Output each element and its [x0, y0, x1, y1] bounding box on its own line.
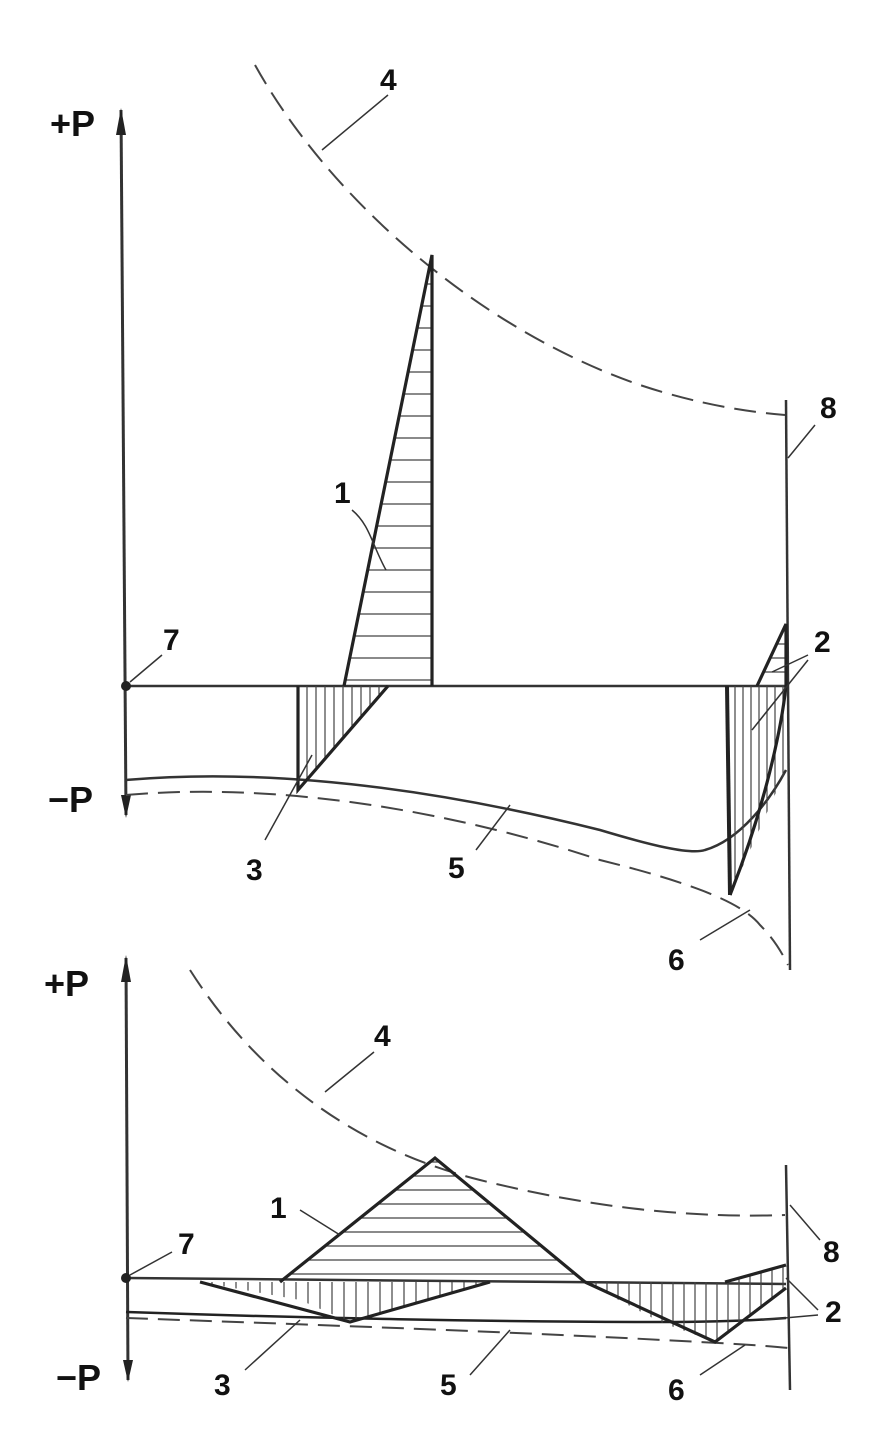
upper-axis-arrow-up	[116, 108, 126, 135]
upper-minus-p-label: −P	[48, 779, 93, 820]
lower-p-axis	[124, 957, 130, 1381]
lower-axis-arrow-down	[123, 1360, 133, 1382]
upper-region-2b-curve	[728, 685, 788, 896]
lower-dashed-curve-4	[189, 969, 786, 1217]
upper-diagram: +P −P 4 8 1 7 2 3 5 6	[48, 64, 837, 977]
upper-region-2b-hatching	[726, 686, 784, 895]
upper-callout-7: 7	[163, 624, 180, 657]
upper-callout-5: 5	[448, 852, 465, 885]
lower-callout-3: 3	[214, 1369, 231, 1402]
lower-region-3-outline	[199, 1280, 491, 1324]
upper-callout-8: 8	[820, 392, 837, 425]
lower-callout-7: 7	[178, 1228, 195, 1261]
leader-u7	[129, 654, 163, 683]
leader-u2b	[751, 659, 809, 731]
leader-u2a	[771, 654, 809, 673]
upper-plus-p-label: +P	[50, 103, 95, 144]
lower-callout-8: 8	[823, 1236, 840, 1269]
leader-l7	[129, 1251, 173, 1276]
upper-region-2a-outline	[755, 623, 788, 687]
lower-region-1-hatching	[280, 1161, 585, 1275]
lower-region-3-hatching	[200, 1282, 489, 1322]
lower-zero-line	[125, 1276, 787, 1286]
leader-u6	[699, 909, 751, 941]
leader-u5	[475, 804, 511, 851]
leader-u3	[264, 754, 313, 841]
lower-callout-6: 6	[668, 1374, 685, 1407]
upper-callout-1: 1	[334, 477, 351, 510]
upper-dashed-curve-5	[125, 790, 789, 966]
upper-region-3-outline	[296, 684, 390, 795]
upper-callout-2: 2	[814, 626, 831, 659]
lower-region-2-outline	[584, 1280, 787, 1344]
upper-axis-arrow-down	[121, 795, 131, 818]
upper-callout-3: 3	[246, 854, 263, 887]
leader-u1	[351, 509, 387, 571]
lower-region-1-outline	[279, 1155, 587, 1284]
lower-callout-2: 2	[825, 1296, 842, 1329]
leader-l3	[244, 1319, 301, 1371]
upper-callout-6: 6	[668, 944, 685, 977]
leader-l6	[699, 1344, 746, 1376]
lower-axis-arrow-up	[121, 955, 131, 982]
lower-solid-curve-6	[125, 1310, 787, 1324]
lower-minus-p-label: −P	[56, 1357, 101, 1398]
lower-plus-p-label: +P	[44, 963, 89, 1004]
upper-region-1-outline	[342, 254, 434, 687]
upper-solid-curve-6	[125, 769, 788, 853]
lower-callout-1: 1	[270, 1192, 287, 1225]
upper-origin-point	[121, 681, 131, 691]
leader-u4	[321, 94, 389, 151]
leader-l2a	[785, 1277, 819, 1311]
leader-u8	[787, 424, 816, 459]
lower-dashed-curve-5	[125, 1317, 789, 1349]
upper-region-2b-edge	[725, 685, 732, 896]
lower-boundary-line	[784, 1164, 792, 1391]
upper-callout-4: 4	[380, 64, 397, 97]
upper-dashed-curve-4	[254, 64, 786, 416]
lower-callout-5: 5	[440, 1369, 457, 1402]
leader-l8	[789, 1204, 821, 1241]
leader-l2b	[761, 1314, 819, 1321]
lower-callout-4: 4	[374, 1020, 391, 1053]
upper-region-1-hatching	[344, 261, 432, 681]
leader-l5	[469, 1329, 511, 1376]
leader-l4	[324, 1051, 375, 1093]
lower-region-2-top	[724, 1263, 787, 1284]
leader-l1	[299, 1209, 341, 1236]
lower-origin-point	[121, 1273, 131, 1283]
lower-diagram: +P −P 4 1 7 8 2 3 5 6	[44, 955, 842, 1407]
upper-p-axis	[119, 109, 128, 816]
